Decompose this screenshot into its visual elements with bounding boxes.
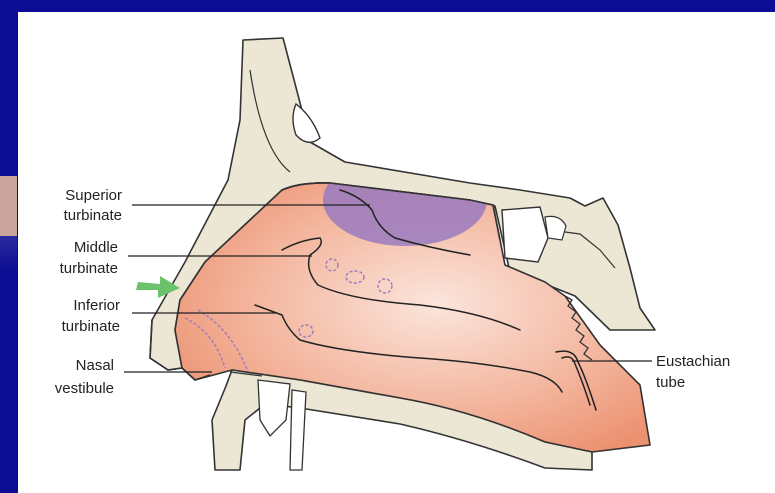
label-eustachian-line2: tube	[656, 374, 685, 391]
label-superior-line1: Superior	[65, 187, 122, 204]
label-middle-line2: turbinate	[60, 260, 118, 277]
label-inferior-line1: Inferior	[73, 297, 120, 314]
label-nasal-line2: vestibule	[55, 380, 114, 397]
label-inferior-line2: turbinate	[62, 318, 120, 335]
label-nasal-line1: Nasal	[76, 357, 114, 374]
label-eustachian-line1: Eustachian	[656, 353, 730, 370]
label-middle-line1: Middle	[74, 239, 118, 256]
label-superior-line2: turbinate	[64, 207, 122, 224]
